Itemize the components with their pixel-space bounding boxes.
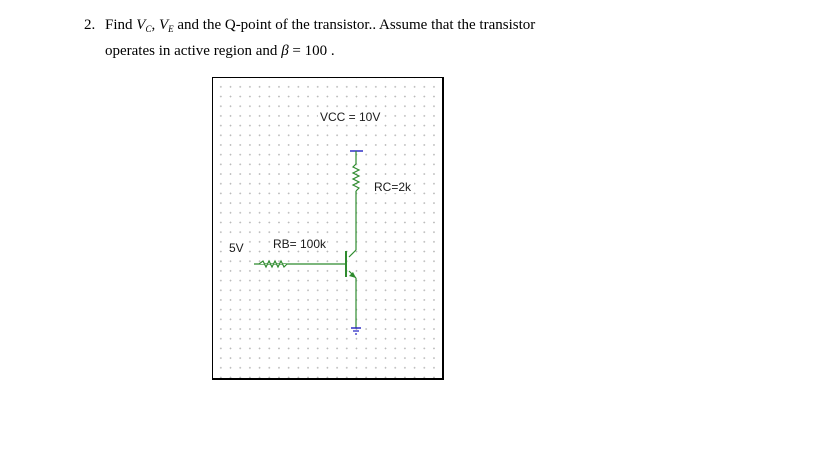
question-line-2: operates in active region and β = 100 . <box>84 40 535 62</box>
vin-label: 5V <box>229 241 244 255</box>
circuit-svg: VCC = 10V RC=2k RB= 100k 5V <box>227 109 414 335</box>
rb-resistor <box>258 259 288 269</box>
question-line1-rest: and the Q-point of the transistor.. Assu… <box>173 17 536 33</box>
question-separator: , <box>151 17 159 33</box>
ve-symbol: V <box>158 17 169 33</box>
rc-label-bg <box>372 179 414 193</box>
rb-label: RB= 100k <box>273 237 327 251</box>
question-line2-text: operates in active region and <box>105 43 282 59</box>
vcc-label-bg <box>318 109 380 123</box>
emitter-arrow-icon <box>349 272 356 278</box>
rb-label-bg <box>271 236 327 250</box>
beta-symbol: β <box>281 43 289 59</box>
vc-symbol: V <box>136 17 146 33</box>
vin-label-bg <box>227 240 247 254</box>
vcc-label: VCC = 10V <box>320 110 380 124</box>
beta-value: = 100 . <box>288 43 335 59</box>
circuit-schematic: VCC = 10V RC=2k RB= 100k 5V <box>212 77 444 380</box>
vc-subscript: C <box>145 24 152 34</box>
question-text: 2.Find VC, VE and the Q-point of the tra… <box>84 14 535 62</box>
collector-lead <box>348 249 357 258</box>
vc-variable: VC <box>136 17 152 34</box>
question-find-text: Find <box>105 17 137 33</box>
rc-resistor <box>351 163 361 192</box>
question-line-1: 2.Find VC, VE and the Q-point of the tra… <box>84 14 535 40</box>
rc-label: RC=2k <box>374 180 412 194</box>
ve-subscript: E <box>168 24 174 34</box>
question-number: 2. <box>84 17 96 33</box>
ve-variable: VE <box>158 17 174 34</box>
